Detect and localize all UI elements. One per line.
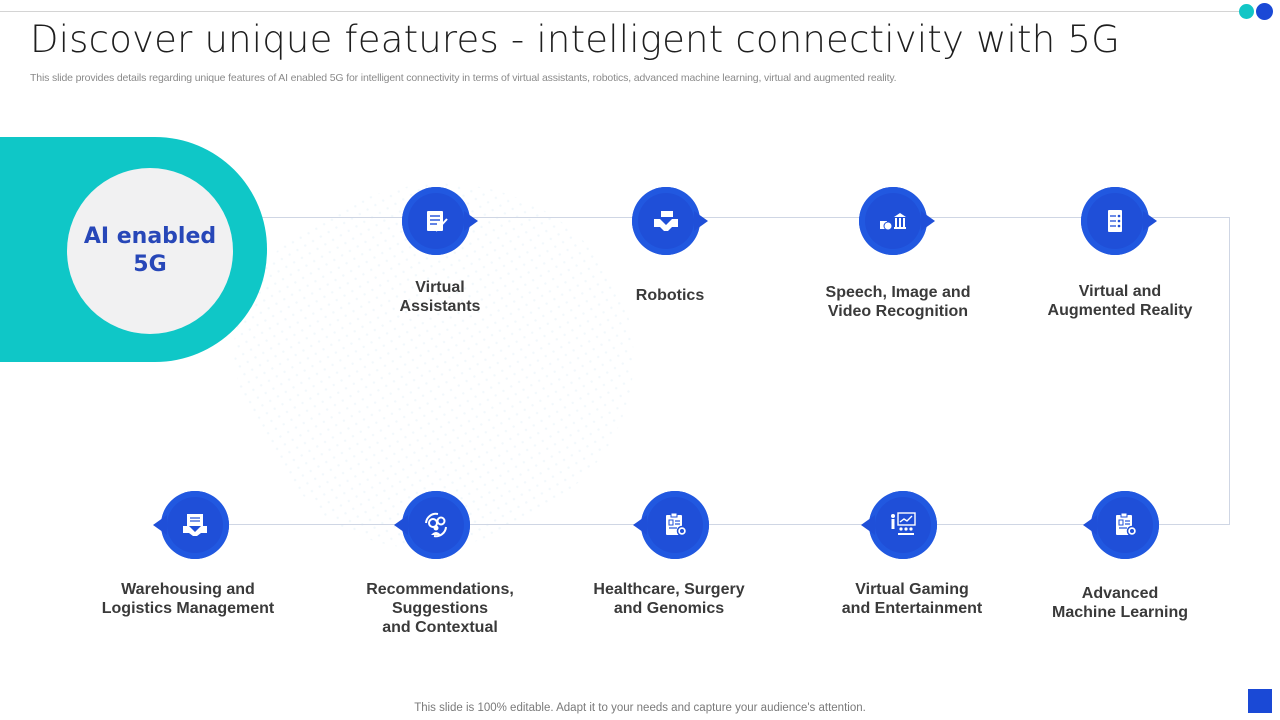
clipboard-gear-icon: [666, 512, 688, 537]
teal-dot-decoration: [1239, 4, 1254, 19]
connector-right: [1229, 217, 1230, 525]
feature-node-recommendations: [394, 491, 470, 559]
feature-label: Robotics: [635, 287, 705, 304]
feature-node-virtual-assistants: [402, 187, 478, 255]
checklist-document-icon: [1108, 210, 1122, 232]
footer-note: This slide is 100% editable. Adapt it to…: [414, 702, 866, 714]
feature-node-speech-image-video: [859, 187, 935, 255]
feature-label: Virtual and Augmented Reality: [1047, 283, 1193, 319]
top-divider: [0, 11, 1240, 12]
feature-node-virtual-augmented-reality: [1081, 187, 1157, 255]
feature-node-advanced-machine-learning: [1083, 491, 1159, 559]
handshake-money-icon: [654, 211, 678, 231]
coins-bank-icon: [880, 213, 906, 231]
contract-handshake-icon: [183, 514, 207, 536]
corner-square-decoration: [1248, 689, 1272, 713]
hub-label: AI enabled 5G: [83, 224, 217, 277]
blue-dot-decoration: [1256, 3, 1273, 20]
feature-label: Healthcare, Surgery and Genomics: [593, 581, 745, 617]
feature-node-robotics: [632, 187, 708, 255]
feature-label: Recommendations, Suggestions and Context…: [366, 581, 514, 636]
hub-circle: AI enabled 5G: [67, 168, 233, 334]
page-subtitle: This slide provides details regarding un…: [30, 72, 897, 84]
feature-label: Speech, Image and Video Recognition: [825, 284, 971, 320]
feature-label: Virtual Assistants: [399, 279, 481, 315]
presentation-audience-icon: [891, 512, 916, 535]
connector-top: [262, 217, 1230, 218]
feature-node-healthcare: [633, 491, 709, 559]
clipboard-gear-icon: [1116, 512, 1138, 537]
feature-label: Warehousing and Logistics Management: [101, 581, 275, 617]
feature-label: Advanced Machine Learning: [1051, 585, 1189, 621]
feature-label: Virtual Gaming and Entertainment: [841, 581, 983, 617]
feature-node-warehousing-logistics: [153, 491, 229, 559]
feature-node-virtual-gaming: [861, 491, 937, 559]
page-title: Discover unique features - intelligent c…: [30, 18, 1120, 61]
document-edit-icon: [427, 211, 448, 232]
connector-bottom: [195, 524, 1230, 525]
gears-user-cycle-icon: [425, 512, 447, 538]
